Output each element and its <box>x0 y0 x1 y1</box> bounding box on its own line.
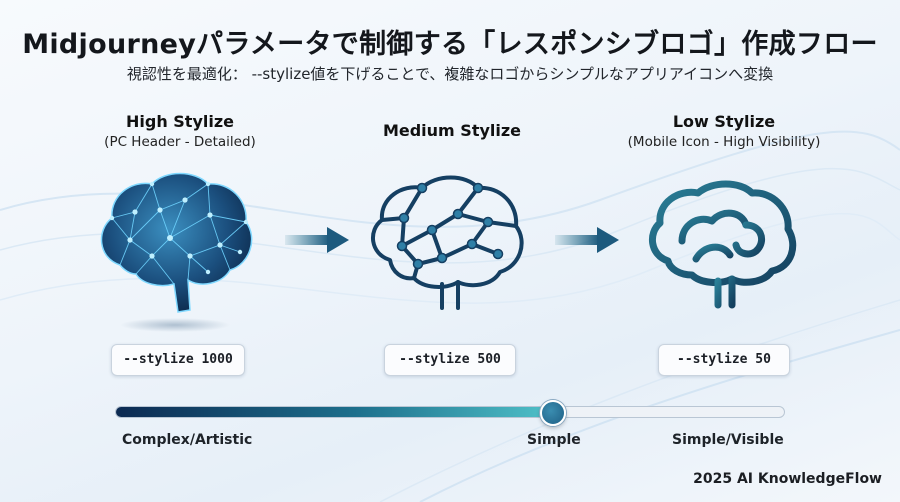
stage-title-low: Low Stylize <box>672 112 776 131</box>
stylize-slider-fill <box>116 407 551 417</box>
slider-label-simple: Simple <box>527 432 581 448</box>
stage-heading-high: High Stylize (PC Header - Detailed) <box>50 112 310 150</box>
stage-subtitle-low: (Mobile Icon - High Visibility) <box>627 134 821 150</box>
page-title: Midjourneyパラメータで制御する「レスポンシブロゴ」作成フロー <box>22 29 878 60</box>
stage-heading-medium: Medium Stylize <box>322 121 582 140</box>
page-subtitle: 視認性を最適化： --stylize値を下げることで、複雑なロゴからシンプルなア… <box>126 65 774 83</box>
stage-title-medium: Medium Stylize <box>382 121 522 140</box>
stylize-parameter-high: --stylize 1000 <box>111 344 245 376</box>
detailed-brain-icon <box>100 172 253 332</box>
stage-heading-low: Low Stylize (Mobile Icon - High Visibili… <box>594 112 854 150</box>
medium-brain-icon <box>371 175 524 310</box>
simple-brain-icon <box>649 180 797 309</box>
arrow-right-icon <box>555 227 619 253</box>
stylize-parameter-medium: --stylize 500 <box>384 344 516 376</box>
stylize-slider-thumb[interactable] <box>539 400 566 426</box>
stylize-slider-track[interactable] <box>115 406 785 418</box>
slider-label-simple-visible: Simple/Visible <box>672 432 784 448</box>
stylize-parameter-low: --stylize 50 <box>658 344 790 376</box>
slider-label-complex: Complex/Artistic <box>122 432 253 448</box>
footer-credit: 2025 AI KnowledgeFlow <box>693 471 882 487</box>
stage-subtitle-high: (PC Header - Detailed) <box>104 134 256 150</box>
stage-title-high: High Stylize <box>125 112 235 131</box>
arrow-right-icon <box>285 227 349 253</box>
